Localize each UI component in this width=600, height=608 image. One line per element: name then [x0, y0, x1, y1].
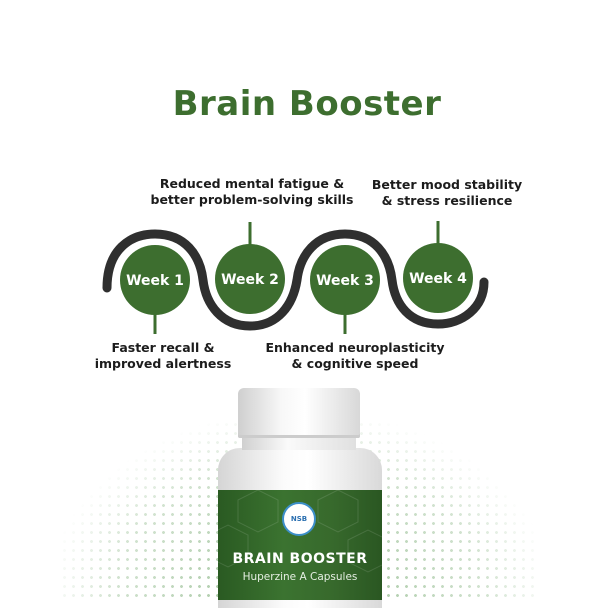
- bottle-neck: [242, 436, 356, 450]
- week-3-label: Week 3: [316, 273, 374, 289]
- week-3-benefit: Enhanced neuroplasticity& cognitive spee…: [265, 340, 445, 371]
- week-2-label: Week 2: [221, 272, 279, 288]
- product-name: BRAIN BOOSTER: [232, 551, 368, 567]
- week-2-circle: [215, 244, 285, 314]
- week-4-circle: [403, 243, 473, 313]
- hexagon-pattern: [218, 490, 382, 573]
- brand-logo: NSB: [282, 502, 316, 536]
- week-4-benefit: Better mood stability& stress resilience: [371, 177, 523, 208]
- week-2-benefit: Reduced mental fatigue &better problem-s…: [150, 176, 354, 207]
- product-subtitle: Huperzine A Capsules: [242, 571, 358, 583]
- week-4-label: Week 4: [409, 271, 467, 287]
- week-1-label: Week 1: [126, 273, 184, 289]
- week-1-circle: [120, 245, 190, 315]
- page-title: Brain Booster: [172, 84, 442, 124]
- week-1-benefit: Faster recall &improved alertness: [94, 340, 232, 371]
- bottle-cap: [238, 388, 360, 438]
- week-3-circle: [310, 245, 380, 315]
